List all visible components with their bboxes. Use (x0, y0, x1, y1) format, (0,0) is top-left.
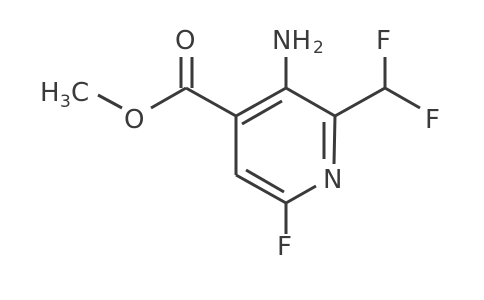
bond-c6-n1 (285, 184, 317, 205)
bond-c5-c6 (235, 173, 287, 205)
bond-c4-ccarbonyl (185, 86, 237, 118)
bond-c3-c4-inner (241, 99, 283, 126)
amino-label: NH (272, 26, 311, 56)
methyl-subscript: 3 (60, 92, 71, 112)
ether-oxygen-label: O (124, 105, 144, 135)
carbonyl-oxygen-label: O (175, 26, 195, 56)
bond-chf2-f2 (384, 86, 421, 110)
amino-subscript: 2 (313, 38, 324, 58)
bond-c3-c4 (235, 86, 287, 118)
ring-fluorine-label: F (277, 232, 292, 262)
methyl-carbon-label: C (71, 78, 89, 108)
bond-n1-c2 (332, 115, 337, 165)
bond-c2-chf2 (334, 86, 386, 118)
difluoro-f2-label: F (425, 105, 440, 135)
ring-nitrogen-label: N (323, 165, 342, 195)
bond-oether-ch3 (97, 93, 123, 110)
bond-c2-c3 (285, 86, 336, 118)
difluoro-f1-label: F (376, 26, 391, 56)
bond-c5-c6-inner (245, 168, 285, 194)
methyl-h-label: H (40, 78, 60, 108)
bond-ccarbonyl-oether (150, 86, 187, 110)
